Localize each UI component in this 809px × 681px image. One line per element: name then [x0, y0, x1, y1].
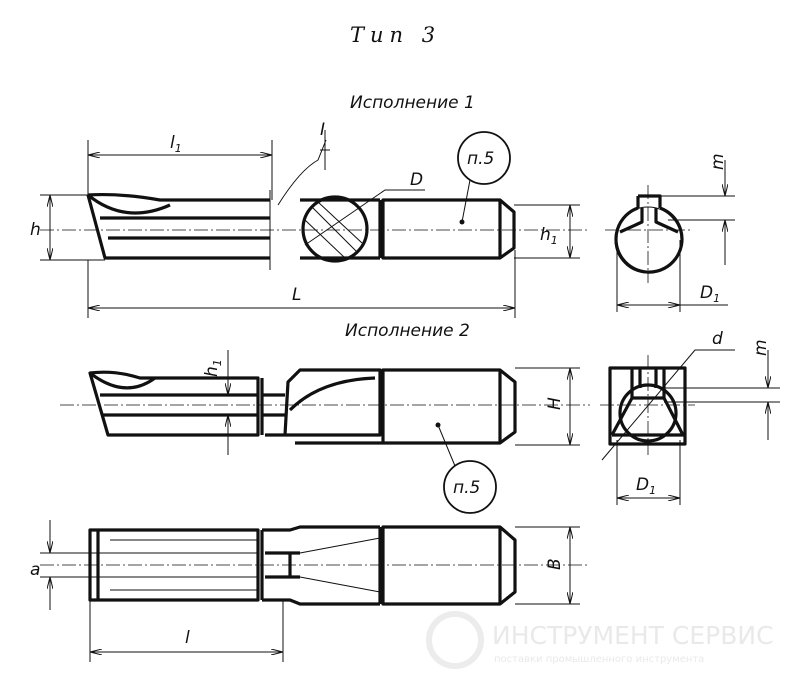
variant2-end-view: d m D1 — [600, 329, 780, 505]
label-h1-v2: h1 — [202, 359, 224, 377]
label-H: H — [545, 397, 565, 410]
label-h: h — [30, 220, 41, 240]
label-d: d — [712, 329, 723, 349]
note-ref-1: п.5 — [467, 149, 494, 169]
variant2-heading: Исполнение 2 — [345, 321, 470, 341]
note-ref-2: п.5 — [453, 478, 480, 498]
variant1-heading: Исполнение 1 — [350, 93, 475, 113]
label-D1-v1: D1 — [700, 283, 720, 305]
saw-logo-icon — [426, 611, 484, 669]
label-D: D — [410, 170, 423, 190]
watermark: ИНСТРУМЕНТ СЕРВИС поставки промышленного… — [426, 611, 774, 669]
label-l: l — [185, 628, 190, 648]
label-D1-v2: D1 — [636, 475, 656, 497]
label-a: a — [30, 560, 40, 580]
label-h1-v1: h1 — [540, 225, 558, 247]
variant1-end-view: m D1 — [605, 153, 735, 312]
label-l1: l1 — [170, 133, 182, 155]
section-mark: I — [320, 120, 325, 140]
label-B: B — [545, 558, 565, 570]
label-m-v2: m — [751, 339, 771, 356]
variant1-side-view: I D l1 L h h1 п.5 — [30, 120, 590, 318]
variant2-side-view: H h1 п.5 — [60, 350, 590, 514]
watermark-tagline: поставки промышленного инструмента — [494, 654, 704, 665]
plan-view: a B l — [30, 520, 590, 662]
label-L: L — [292, 285, 301, 305]
drawing-title: Тип 3 — [350, 23, 441, 47]
watermark-name: ИНСТРУМЕНТ СЕРВИС — [492, 621, 774, 650]
label-m-v1: m — [708, 153, 728, 170]
